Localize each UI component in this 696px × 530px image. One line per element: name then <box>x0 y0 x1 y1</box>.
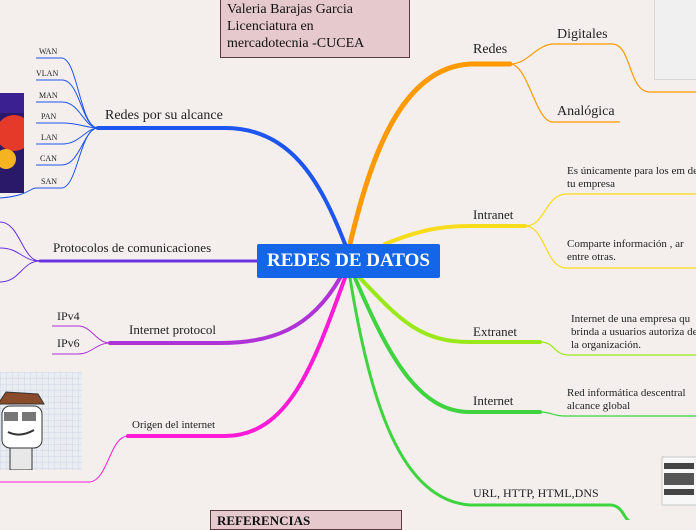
link-digitales-img <box>611 43 696 93</box>
link-ip <box>108 276 342 345</box>
subtopic-digitales[interactable]: Digitales <box>557 27 608 42</box>
scope-vlan[interactable]: VLAN <box>36 69 59 78</box>
link-alcance <box>96 126 347 246</box>
topic-redes-alcance[interactable]: Redes por su alcance <box>105 108 223 123</box>
link-san <box>36 127 99 189</box>
link-internet-1 <box>539 411 696 417</box>
topic-intranet[interactable]: Intranet <box>473 207 514 222</box>
central-topic[interactable]: REDES DE DATOS <box>257 244 440 278</box>
link-extranet <box>358 276 542 344</box>
link-vlan <box>36 79 99 129</box>
link-pan <box>36 122 99 129</box>
extranet-note-1[interactable]: Internet de una empresa qu brinda a usua… <box>571 313 696 351</box>
author-note: Valeria Barajas Garcia Licenciatura en m… <box>220 0 410 58</box>
link-redes <box>347 61 513 247</box>
scope-man[interactable]: MAN <box>39 91 58 100</box>
link-ipv4 <box>52 325 111 344</box>
digitales-image <box>654 0 696 80</box>
link-url <box>348 276 630 520</box>
link-proto-2 <box>0 247 41 262</box>
intranet-note-2[interactable]: Comparte información , ar entre otras. <box>567 238 684 263</box>
subtopic-analogica[interactable]: Analógica <box>557 104 615 119</box>
topic-extranet[interactable]: Extranet <box>473 324 518 339</box>
link-extranet-1 <box>539 341 696 356</box>
author-line-1: Valeria Barajas Garcia <box>227 2 353 17</box>
network-scope-image <box>0 93 24 193</box>
network-computer-image <box>660 455 696 507</box>
internet-note-1[interactable]: Red informática descentral alcance globa… <box>567 387 686 412</box>
link-proto-3 <box>0 260 41 283</box>
scope-wan[interactable]: WAN <box>39 47 58 56</box>
link-intranet-1 <box>524 193 696 227</box>
link-ipv6 <box>52 342 111 355</box>
topic-protocolos[interactable]: Protocolos de comunicaciones <box>53 240 212 255</box>
link-origen <box>126 276 347 438</box>
scope-pan[interactable]: PAN <box>41 112 57 121</box>
scope-san[interactable]: SAN <box>41 177 58 186</box>
link-analogica <box>509 63 620 123</box>
link-proto-1 <box>0 221 41 262</box>
link-intranet-2 <box>524 225 696 269</box>
references-box[interactable]: REFERENCIAS <box>210 510 402 530</box>
intranet-note-1[interactable]: Es únicamente para los em de tu empresa <box>567 165 696 190</box>
link-digitales <box>509 43 612 65</box>
topic-redes[interactable]: Redes <box>473 42 508 57</box>
topic-internet-protocol[interactable]: Internet protocol <box>129 322 216 337</box>
author-line-3: mercadotecnia -CUCEA <box>227 36 365 51</box>
link-man <box>36 101 99 129</box>
link-internet <box>353 276 542 414</box>
link-origen-img <box>0 435 129 483</box>
topic-internet[interactable]: Internet <box>473 393 514 408</box>
topic-url[interactable]: URL, HTTP, HTML,DNS <box>473 486 599 500</box>
scope-can[interactable]: CAN <box>40 154 57 163</box>
internet-origin-image <box>0 372 82 470</box>
link-intranet <box>383 224 527 246</box>
topic-origen-internet[interactable]: Origen del internet <box>132 419 216 431</box>
ip-ipv4[interactable]: IPv4 <box>57 309 80 323</box>
link-san-img <box>0 187 37 199</box>
author-line-2: Licenciatura en <box>227 19 314 34</box>
scope-lan[interactable]: LAN <box>41 133 58 142</box>
ip-ipv6[interactable]: IPv6 <box>57 336 80 350</box>
